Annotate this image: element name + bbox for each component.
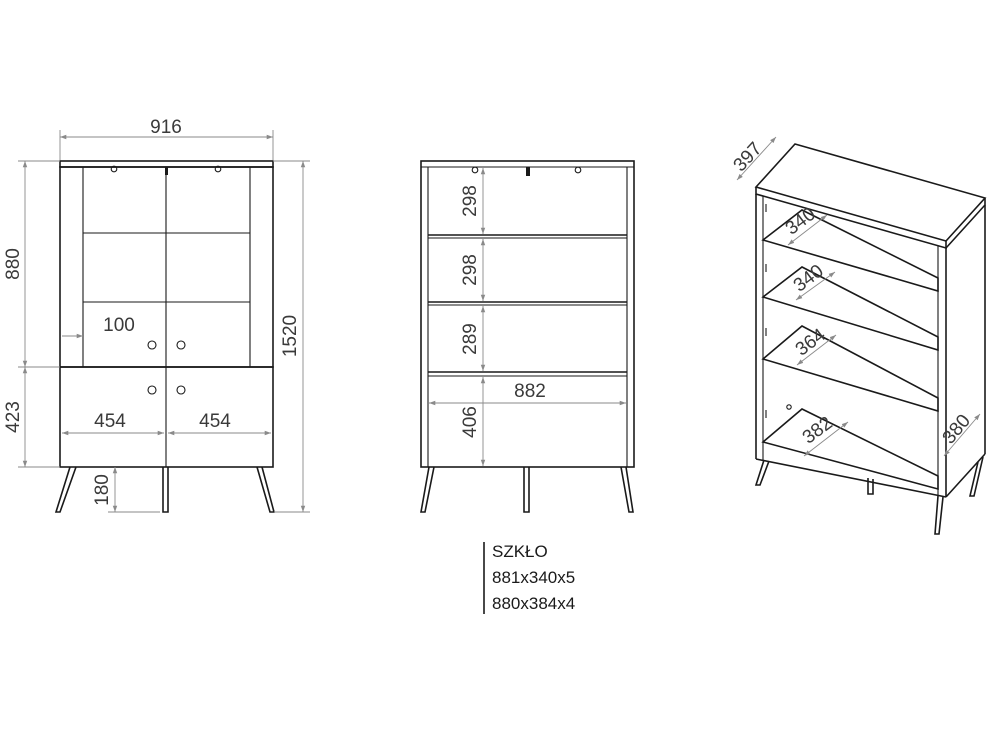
knob-icon — [176, 340, 186, 350]
dim-bottom-label: 382 — [799, 413, 837, 449]
iso-shelf — [761, 325, 939, 413]
iso-glass-shelf — [761, 266, 939, 352]
iso-bottom-shelf — [761, 408, 939, 491]
dim-leg-height-label: 180 — [92, 474, 113, 506]
dim-door-right-label: 454 — [199, 411, 231, 432]
hinge-icon — [110, 165, 118, 173]
dim-h3-label: 289 — [460, 323, 481, 355]
leg — [162, 467, 169, 513]
dim-h2-label: 298 — [460, 254, 481, 286]
dim-width-label: 916 — [150, 117, 182, 138]
knob-icon — [176, 385, 186, 395]
knob-icon — [147, 385, 157, 395]
glass-spec-2: 880x384x4 — [492, 594, 575, 613]
leg — [867, 478, 874, 495]
front-view — [18, 130, 310, 513]
leg — [620, 466, 634, 513]
leg — [256, 466, 276, 513]
leg — [420, 466, 435, 513]
leg — [54, 466, 77, 513]
dim-offset-label: 100 — [103, 315, 135, 336]
dim-shelf2-label: 340 — [790, 261, 828, 297]
dim-side-label: 380 — [939, 411, 975, 449]
knob-icon — [147, 340, 157, 350]
glass-title: SZKŁO — [492, 542, 548, 561]
dim-h4-label: 406 — [460, 406, 481, 438]
dim-top-depth-label: 397 — [729, 138, 766, 176]
dim-inner-width-label: 882 — [514, 381, 546, 402]
leg — [523, 467, 530, 513]
middle-body — [420, 160, 635, 468]
dim-h1-label: 298 — [460, 185, 481, 217]
middle-view — [420, 160, 635, 513]
leg — [968, 456, 984, 497]
leg — [934, 495, 944, 535]
hinge-icon — [214, 165, 222, 173]
glass-spec-1: 881x340x5 — [492, 568, 575, 587]
leg — [754, 459, 770, 486]
dim-lower-height-label: 423 — [3, 401, 24, 433]
dim-door-left-label: 454 — [94, 411, 126, 432]
dim-upper-height-label: 880 — [3, 248, 24, 280]
isometric-view — [736, 136, 987, 535]
dim-shelf1-label: 340 — [782, 204, 820, 240]
dim-total-height-label: 1520 — [280, 315, 301, 357]
front-top-board — [59, 160, 274, 168]
